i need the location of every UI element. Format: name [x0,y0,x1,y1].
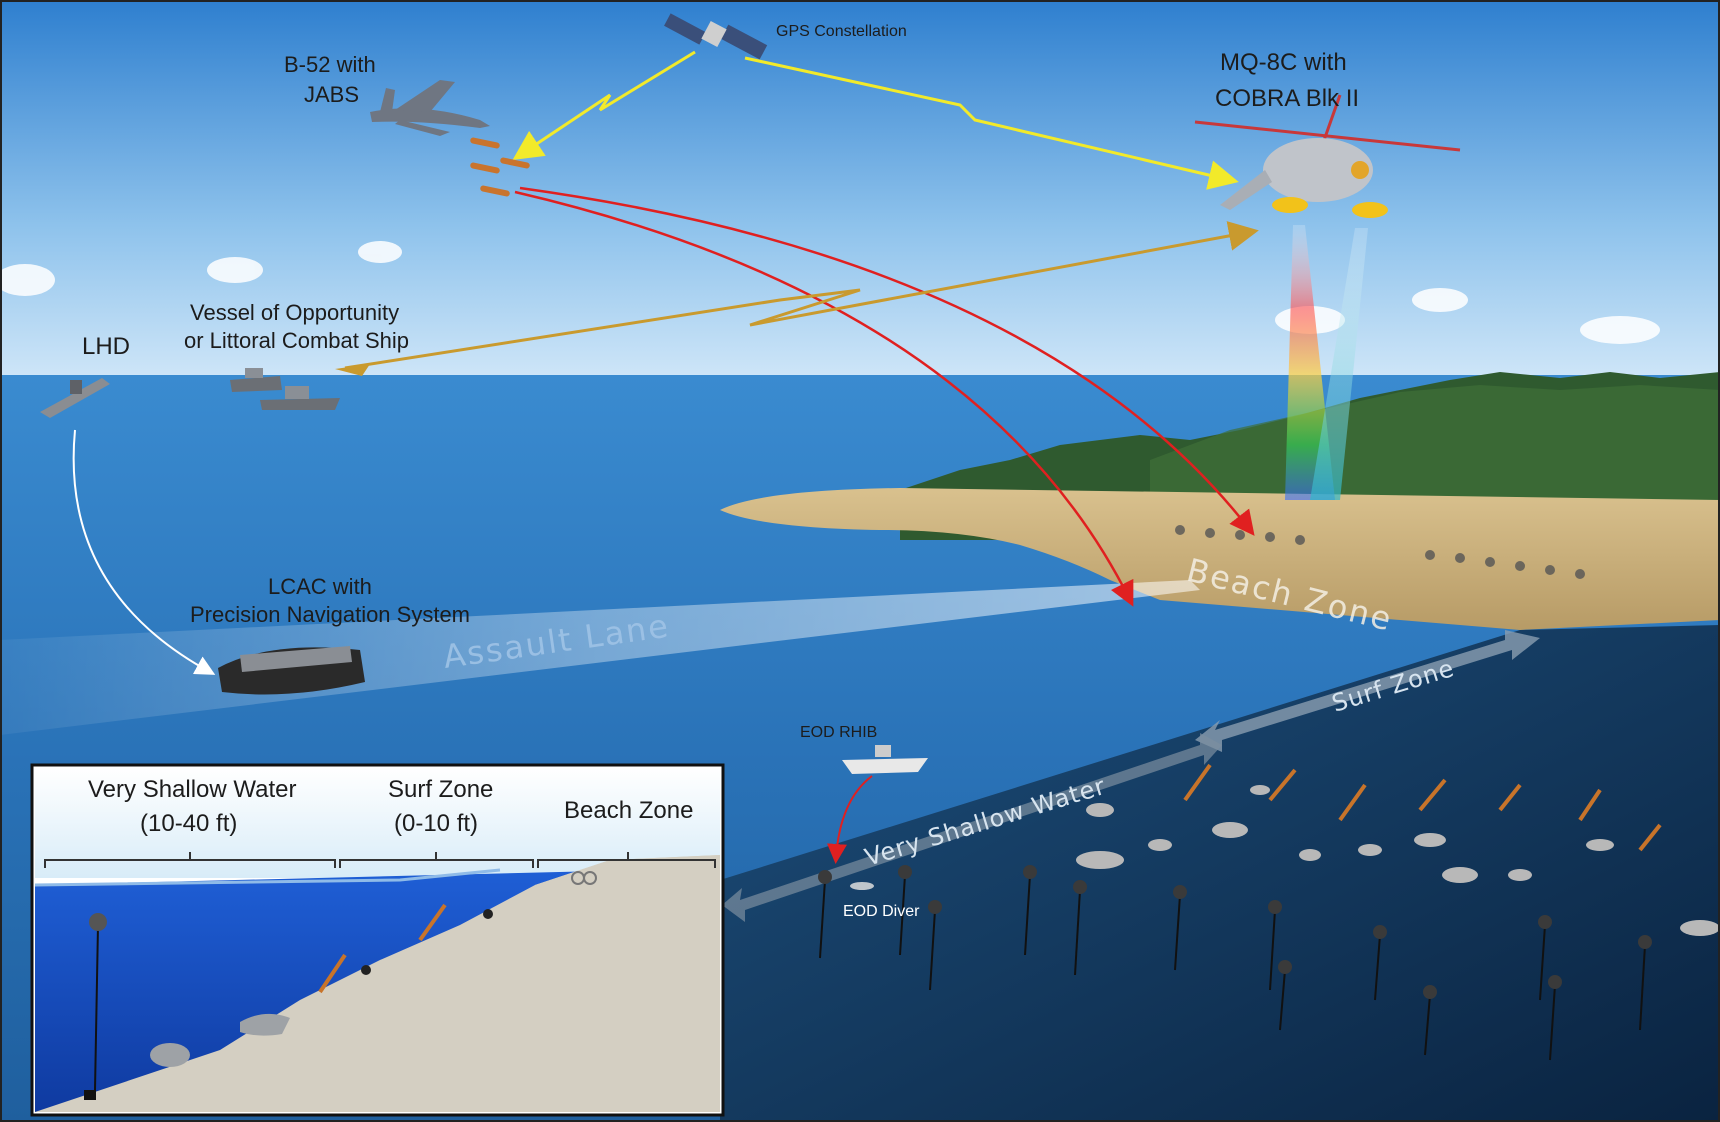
mines [818,763,1720,1061]
comm-link-arrow-to-ship [335,364,370,376]
eod-diver-label: EOD Diver [843,903,920,920]
mq8c-helicopter-icon [1194,94,1461,218]
jabs-munitions-icon [470,137,530,197]
rhib-to-diver-path [826,775,873,864]
assault-lane [0,580,1200,735]
lcac-label-line1: LCAC with [268,574,372,599]
sky [0,0,1720,380]
gps-link-to-jabs [512,50,696,160]
vessel-label-line1: Vessel of Opportunity [190,300,399,325]
gps-satellite-icon [664,13,768,60]
inset-vsw-title: Very Shallow Water [88,776,297,803]
eod-rhib-icon [842,745,928,774]
beach [720,488,1720,630]
lhd-ship-icon [40,378,110,418]
inset-surf-title: Surf Zone [388,776,493,803]
surf-zone-arrow [1195,630,1540,752]
gps-link-to-mq8c [744,56,1239,190]
lhd-label: LHD [82,333,130,360]
mq8c-label-line2: COBRA Blk II [1215,85,1359,112]
lhd-to-lcac-path [72,429,216,675]
vessel-label-line2: or Littoral Combat Ship [184,328,409,353]
inset-beach-title: Beach Zone [564,797,693,824]
mq8c-label-line1: MQ-8C with [1220,49,1347,76]
inset-vsw-range: (10-40 ft) [140,810,237,837]
underwater-section [720,625,1720,1122]
vsw-arrow [722,733,1222,922]
gps-label: GPS Constellation [776,23,907,40]
b52-label-line1: B-52 with [284,52,376,77]
cobra-sensor-beam-b [1310,228,1368,500]
inset-surf-range: (0-10 ft) [394,810,478,837]
jabs-trajectory-to-beach [519,186,1255,536]
inset-cross-section [30,763,725,1117]
vessel-ship-icon [230,368,340,410]
comm-link-ship-to-mq8c [344,221,1259,370]
lcac-hovercraft-icon [218,646,365,695]
eod-rhib-label: EOD RHIB [800,724,877,741]
eod-diver-icon [850,882,874,890]
lcac-label-line2: Precision Navigation System [190,602,470,627]
b52-label-line2: JABS [304,82,359,107]
b52-aircraft-icon [370,80,490,136]
jabs-trajectory-to-surf [514,190,1134,607]
